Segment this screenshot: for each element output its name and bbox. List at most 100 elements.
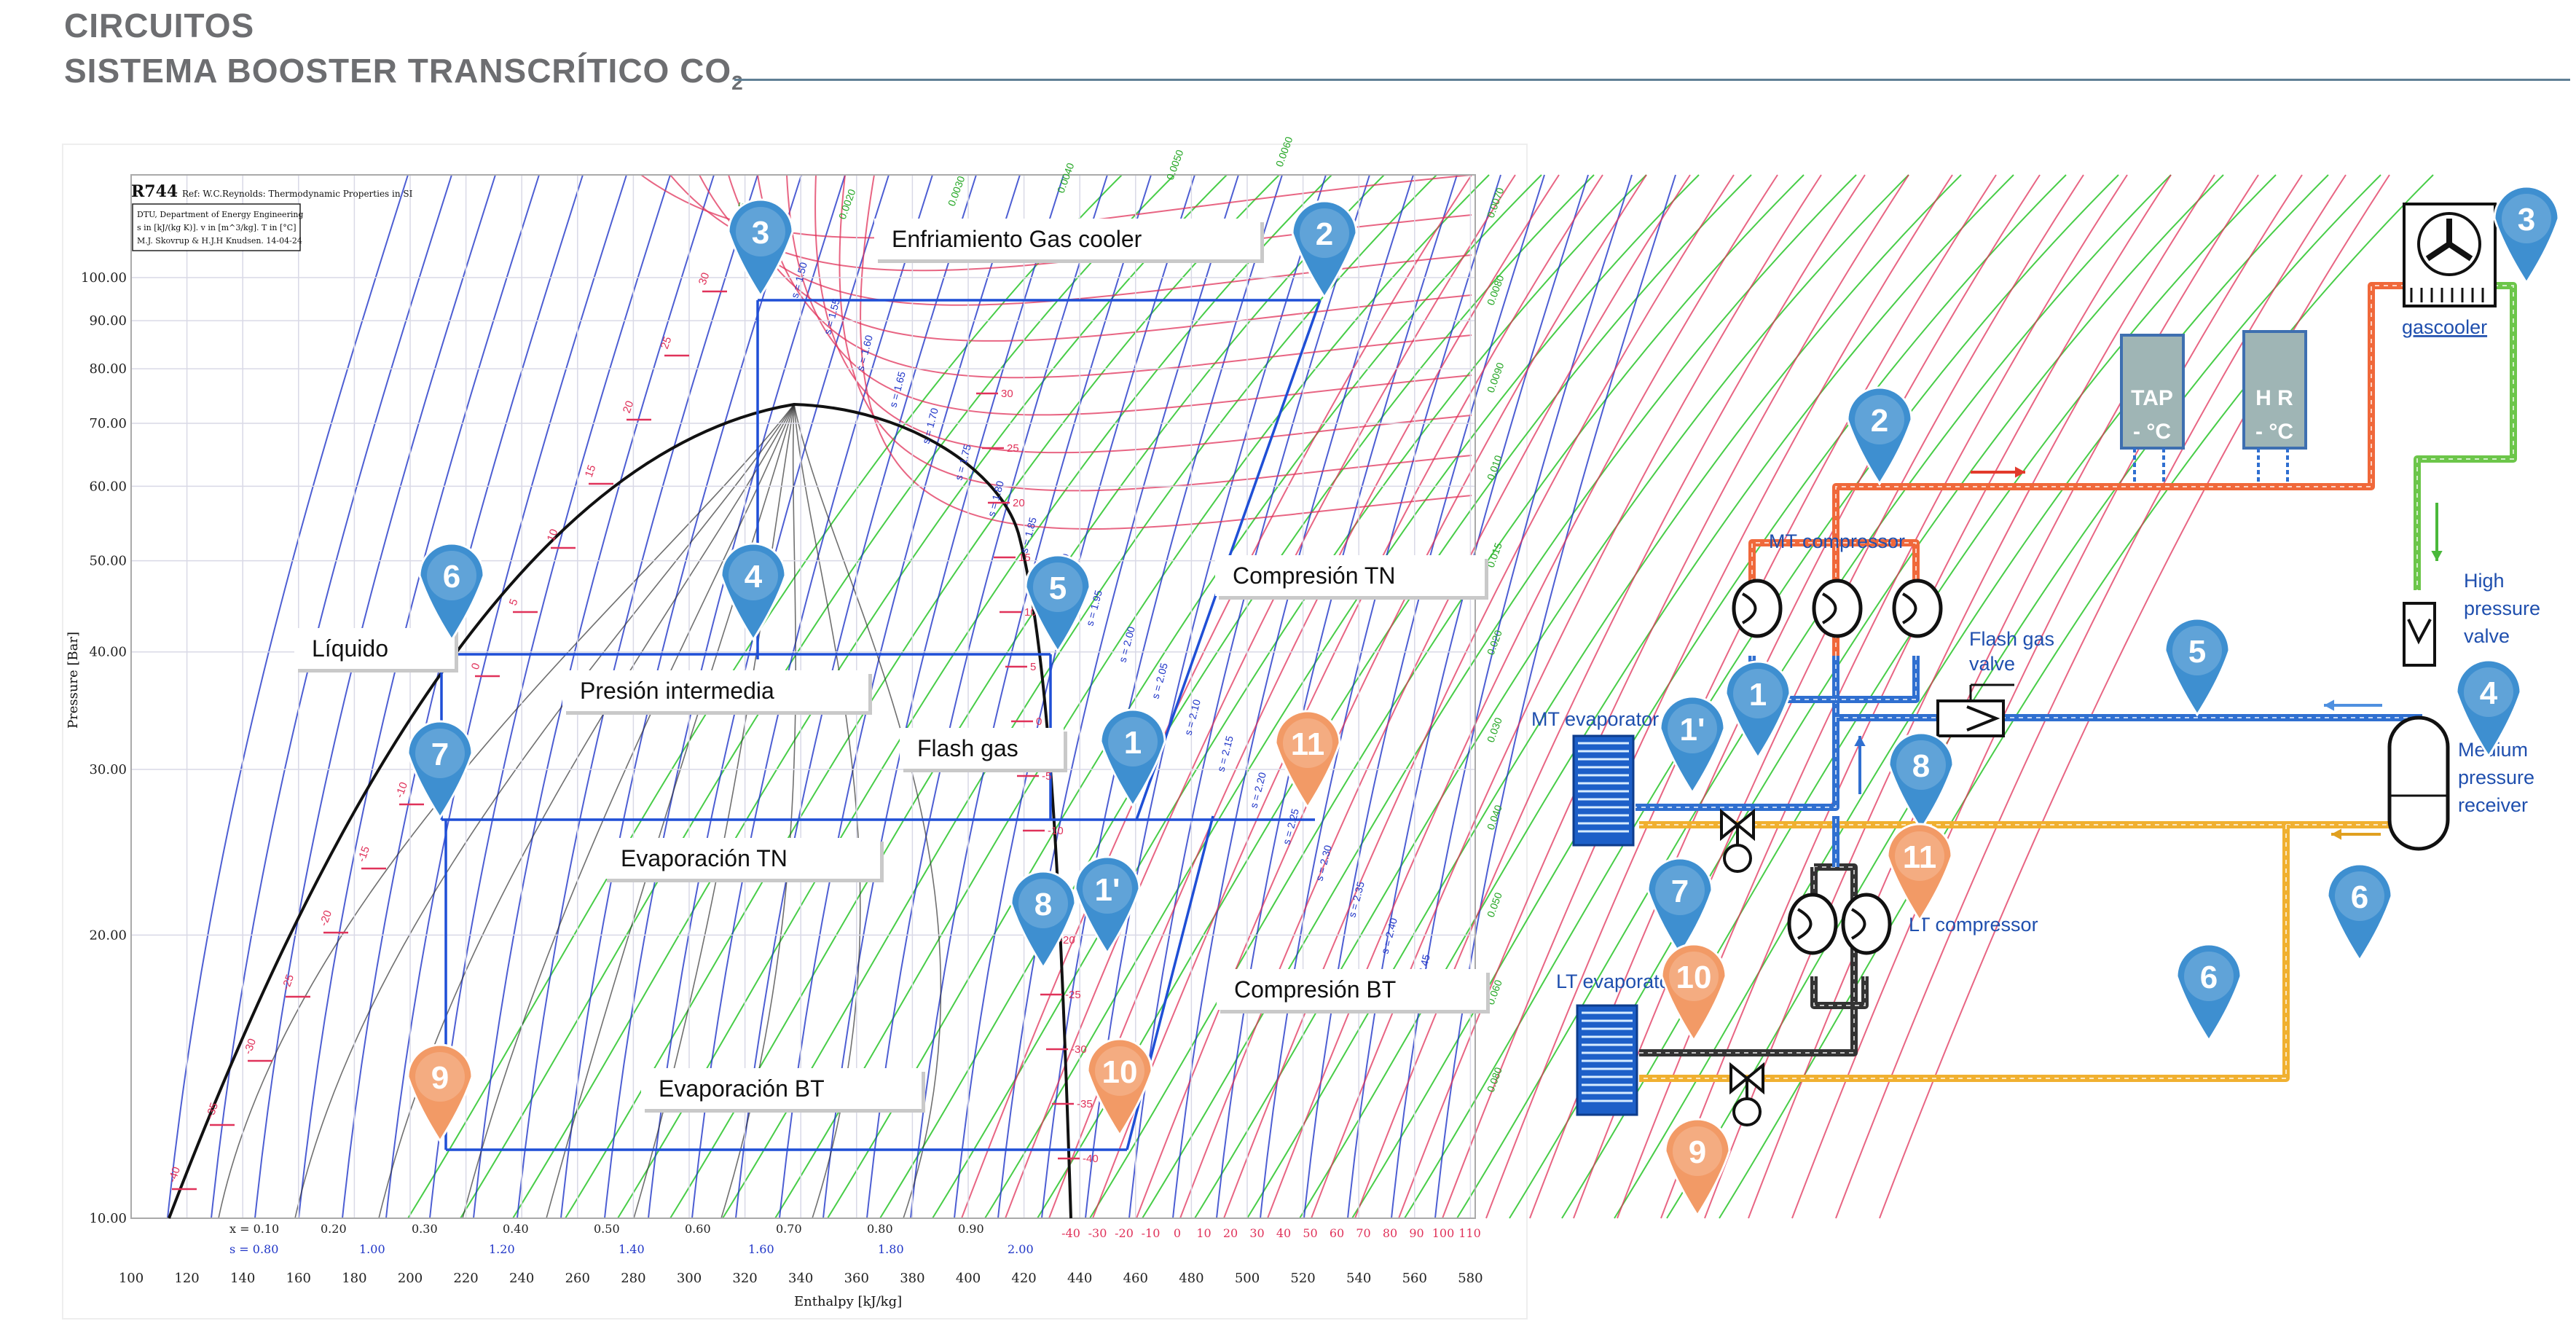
schematic-marker-2-highlight [1733,669,1783,718]
sat-temp-left: -20 [318,909,334,928]
header-title-line1: CIRCUITOS [64,7,255,44]
flash-gas-valve-label-1: valve [1969,653,2015,675]
chart-marker-10-highlight [415,1052,465,1102]
flash-gas-valve-label-0: Flash gas [1969,628,2054,650]
schematic-marker-0-highlight [2502,194,2551,243]
isotherm-line [1092,174,1603,1219]
tap-unit-label: - °C [2133,420,2171,444]
isotherm-line [1791,174,2303,1219]
temp-tick: 50 [1303,1226,1317,1240]
chart-marker-4-pin [1024,554,1091,654]
schematic-marker-2-pin [1724,660,1791,760]
temp-tick: 40 [1276,1226,1291,1240]
chart-marker-8-label: 8 [1034,887,1052,922]
schematic-marker-11-label: 10 [1676,960,1712,995]
mt-evap-outlet-pipe-dash [1635,718,1837,808]
tap-tank [2120,334,2185,450]
callout-enfriamiento-box [874,219,1260,259]
gascooler-label: gascooler [2402,316,2487,338]
sat-temp-left: -15 [356,844,372,863]
sat-temp-right: 0 [1036,715,1042,728]
chart-marker-9-label: 1' [1095,872,1120,908]
sat-temp-right: -25 [1065,989,1081,1001]
lt-expansion-valve-actuator [1732,1097,1762,1126]
isotherm-line [1179,174,1691,1219]
lt-evaporator-label: LT evaporator [1556,971,1677,992]
chart-marker-1-label: 2 [1316,216,1333,252]
chart-marker-0-highlight [736,207,785,256]
sat-temp-right: -35 [1077,1098,1093,1110]
arrow-liquid-head [2331,828,2342,840]
callout-compresion-bt-label: Compresión BT [1234,976,1396,1003]
schematic-marker-5-highlight [1668,704,1717,753]
temp-tick: 80 [1383,1226,1397,1240]
chart-marker-4-label: 5 [1049,571,1067,606]
quality-tick: 0.40 [503,1222,529,1236]
medium-pressure-receiver [2387,715,2450,851]
entropy-tick: 1.20 [489,1242,515,1256]
quality-tick: 0.70 [776,1222,802,1236]
mt-compressor-0 [1732,579,1783,638]
pipes [1635,282,2517,1082]
temp-tick: 0 [1174,1226,1181,1240]
entropy-tick: 2.00 [1008,1242,1034,1256]
header-title-text: SISTEMA BOOSTER TRANSCRÍTICO CO [64,52,732,90]
info-box-line: s in [kJ/(kg K)]. v in [m^3/kg]. T in [°… [137,223,296,232]
x-tick-label: 580 [1458,1271,1483,1286]
chart-title-rest: Ref: W.C.Reynolds: Thermodynamic Propert… [182,189,413,199]
isotherm-line [1398,174,1909,1219]
chart-marker-5-pin [407,720,474,820]
isentrope-line [1434,174,1676,1219]
callout-evaporacion-bt-label: Evaporación BT [659,1075,825,1102]
isotherm-line [1442,174,1953,1219]
supercritical-isotherm [814,174,1472,454]
x-tick-label: 300 [677,1271,702,1286]
isotherm-line [1485,174,1997,1219]
lt-compressor-label: LT compressor [1909,914,2038,936]
info-box-line: M.J. Skovrup & H.J.H Knudsen. 14-04-24 [137,236,302,246]
sat-temp-right: 25 [1007,442,1019,455]
mt-compressor-symbol-0 [1741,592,1757,624]
callout-flash-gas-label: Flash gas [917,735,1018,761]
x-tick-label: 520 [1290,1271,1315,1286]
callout-liquido-box [294,628,455,669]
chart-title-bold: R744 [131,182,178,201]
schematic-marker-8-label: 6 [2351,879,2368,915]
sat-temp-right: 15 [1018,552,1031,564]
sat-temp-left: -40 [166,1165,183,1184]
y-tick-label: 60.00 [89,479,127,494]
schematic-marker-6-label: 8 [1912,748,1930,784]
chart-marker-6-label: 1 [1124,725,1142,761]
chart-marker-11-highlight [1095,1046,1144,1096]
temp-tick: -40 [1061,1226,1080,1240]
x-tick-label: 560 [1402,1271,1427,1286]
schematic-marker-3-highlight [2172,626,2222,675]
mt-compressor-symbol-2 [1901,592,1917,624]
mt-compressor-2 [1892,579,1943,638]
medium-receiver-label-1: pressure [2458,766,2534,788]
sat-temp-left: -30 [242,1037,259,1056]
lt-compressor-symbol-0 [1796,908,1813,940]
mt-expansion-valve-actuator [1723,844,1752,873]
chart-marker-1-pin [1291,200,1358,299]
hr-tank [2242,330,2307,450]
isotherm-line [1660,174,2172,1219]
callout-compresion-tn-box [1215,555,1485,596]
lt-compressor-0 [1787,893,1838,955]
sat-temp-left: 30 [696,271,712,286]
entropy-tick: s = 0.80 [229,1242,278,1256]
schematic-marker-8-pin [2326,863,2393,962]
temp-tick: 70 [1356,1226,1370,1240]
callout-evaporacion-bt-box [641,1068,922,1109]
temp-tick: 30 [1249,1226,1264,1240]
chart-marker-5-label: 7 [431,737,449,772]
temp-tick: 60 [1330,1226,1344,1240]
quality-line [546,404,795,1219]
x-tick-label: 320 [732,1271,757,1286]
chart-marker-1-highlight [1300,208,1349,258]
temp-tick: -10 [1142,1226,1161,1240]
